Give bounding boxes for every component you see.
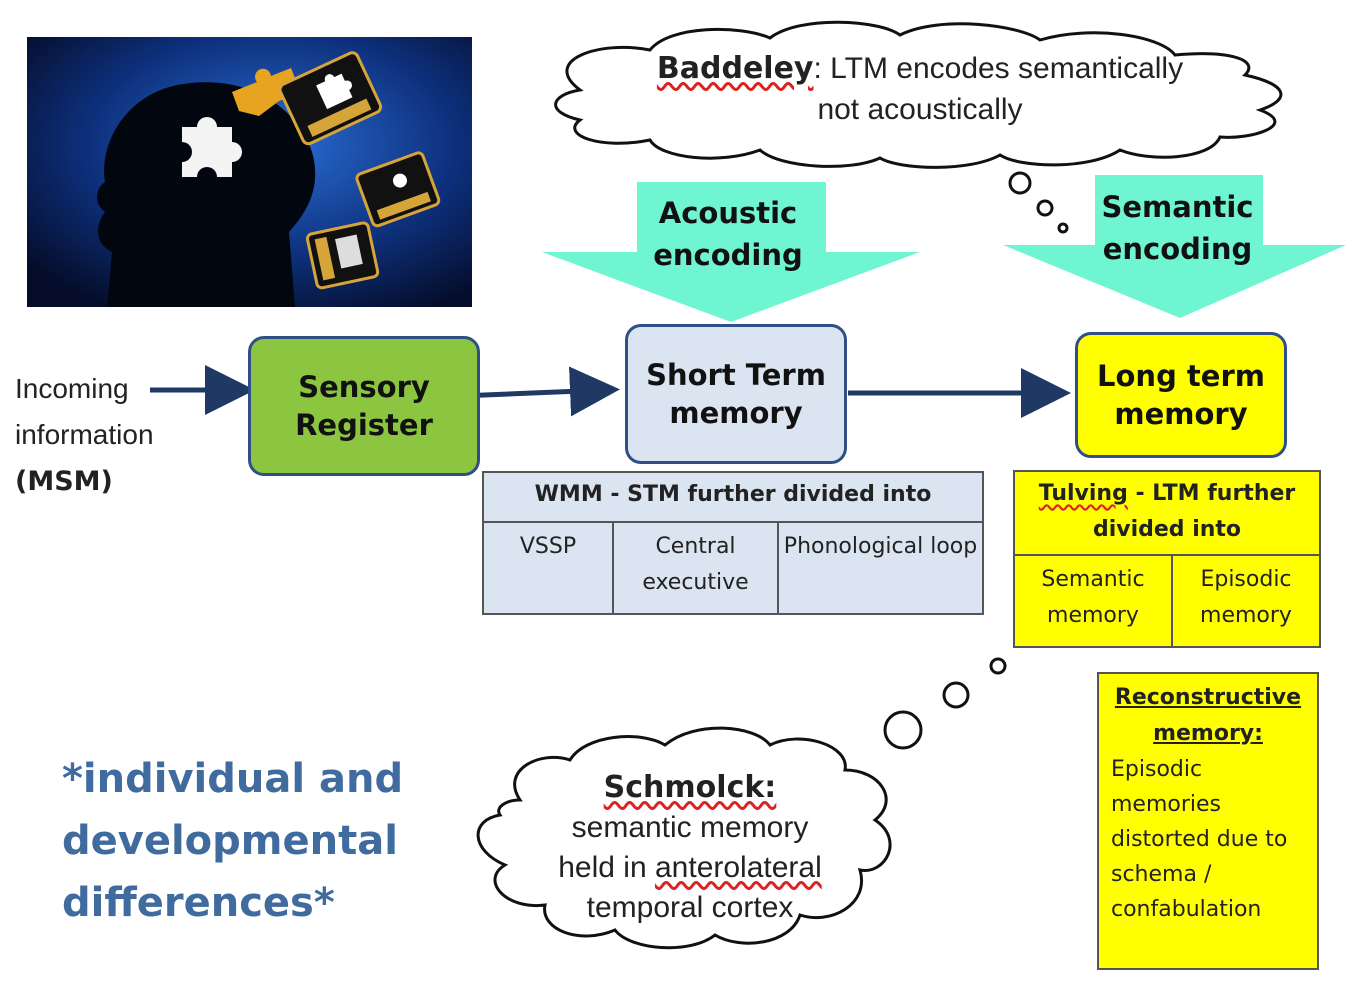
short-term-memory-label: Short Term memory (646, 358, 826, 430)
long-term-memory-label: Long term memory (1097, 359, 1265, 431)
thought-bubble-dot (1008, 171, 1032, 195)
wmm-cell-phonological-loop: Phonological loop (777, 521, 984, 615)
sensory-to-stm-arrow (459, 366, 620, 417)
acoustic-encoding-arrow (542, 182, 920, 322)
schmolck-cloud (476, 726, 892, 950)
incoming-line1: Incoming (15, 373, 129, 404)
thought-bubble-dot (883, 710, 923, 750)
sensory-register-label: Sensory Register (295, 370, 433, 442)
wmm-cell-central-executive: Central executive (612, 521, 779, 615)
baddeley-cloud (554, 20, 1283, 169)
tulving-header: Tulving - LTM further divided into (1013, 470, 1321, 556)
semantic-encoding-arrow (1003, 175, 1346, 318)
schmolck-line1: semantic memory (571, 811, 809, 844)
wmm-header: WMM - STM further divided into (482, 471, 984, 523)
incoming-line2: information (15, 419, 154, 450)
schmolck-line2-word: anterolateral (654, 851, 822, 884)
long-term-memory-box: Long term memory (1075, 332, 1287, 458)
acoustic-encoding-label: Acoustic encoding (653, 196, 803, 272)
schmolck-name: Schmolck: (603, 770, 777, 805)
memory-head-image (27, 37, 472, 307)
thought-bubble-dot (989, 657, 1007, 675)
tulving-name: Tulving (1038, 481, 1128, 506)
msm-label: (MSM) (15, 466, 113, 497)
reconstructive-memory-box: Reconstructive memory: Episodic memories… (1097, 672, 1319, 970)
tulving-table: Tulving - LTM further divided into Seman… (1013, 470, 1321, 648)
thought-bubble-dot (942, 681, 970, 709)
tulving-cell-semantic: Semantic memory (1013, 554, 1173, 648)
schmolck-note: Schmolck: semantic memory held in antero… (520, 768, 860, 928)
reconstructive-memory-body: Episodic memories distorted due to schem… (1111, 757, 1288, 922)
tulving-header-rest: - LTM further divided into (1092, 481, 1296, 542)
sensory-register-box: Sensory Register (248, 336, 480, 476)
thought-bubble-dot (1057, 222, 1069, 234)
schmolck-line3: temporal cortex (586, 891, 794, 924)
wmm-cell-vssp: VSSP (482, 521, 614, 615)
tulving-cell-episodic: Episodic memory (1171, 554, 1321, 648)
schmolck-line2-pre: held in (558, 851, 655, 884)
short-term-memory-box: Short Term memory (625, 324, 847, 464)
baddeley-note: Baddeley: LTM encodes semantically not a… (640, 48, 1200, 130)
semantic-encoding-label: Semantic encoding (1101, 190, 1254, 266)
thought-bubble-dot (1036, 199, 1054, 217)
incoming-information-label: Incoming information (MSM) (15, 366, 154, 505)
baddeley-text: : LTM encodes semantically not acoustica… (813, 52, 1184, 126)
baddeley-name: Baddeley (656, 51, 814, 86)
reconstructive-memory-title: Reconstructive memory: (1114, 685, 1302, 746)
wmm-table: WMM - STM further divided into VSSP Cent… (482, 471, 984, 615)
differences-note: *individual and developmental difference… (62, 756, 404, 926)
